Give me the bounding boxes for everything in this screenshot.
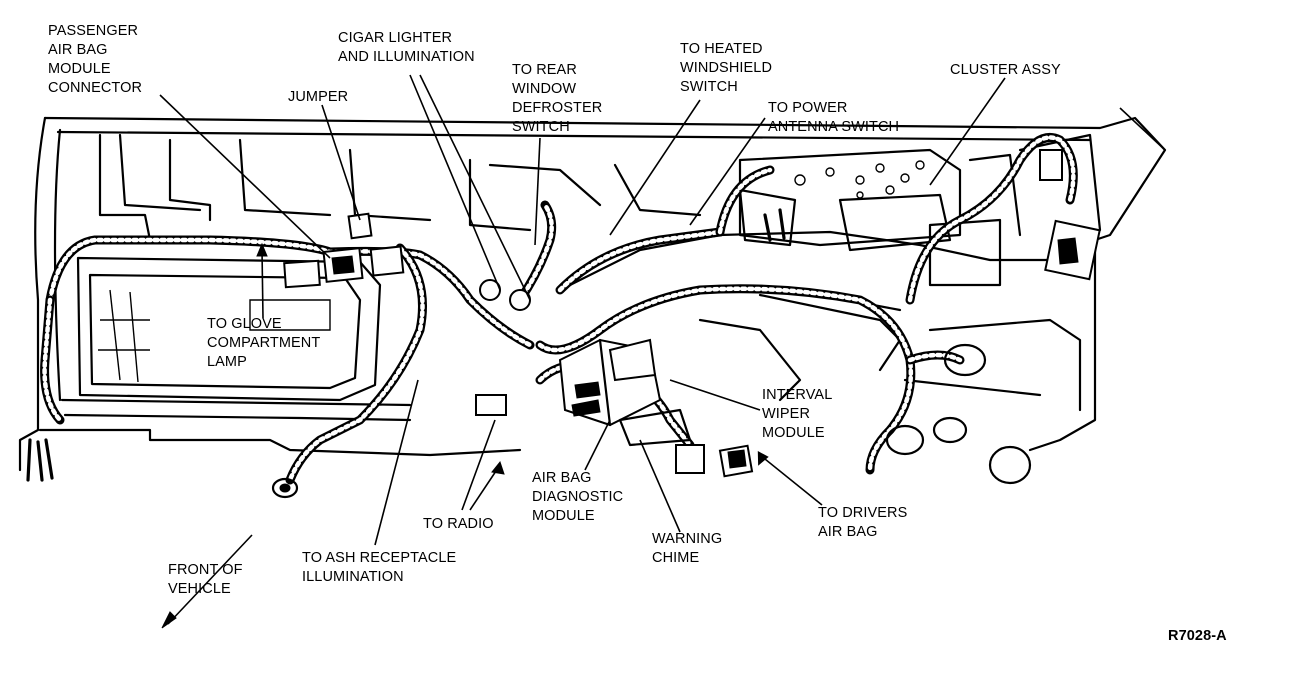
- leader-lines: [159, 74, 1166, 546]
- label-front-of-vehicle: FRONT OF VEHICLE: [168, 562, 243, 597]
- label-drivers-air-bag: TO DRIVERS AIR BAG: [818, 505, 908, 540]
- label-jumper: JUMPER: [288, 89, 349, 105]
- label-air-bag-diagnostic-module: AIR BAG DIAGNOSTIC MODULE: [532, 470, 624, 524]
- label-interval-wiper-module: INTERVAL WIPER MODULE: [762, 387, 833, 441]
- label-cluster-assy: CLUSTER ASSY: [950, 62, 1061, 78]
- arrowheads: [161, 242, 769, 629]
- label-ash-receptacle: TO ASH RECEPTACLE ILLUMINATION: [302, 550, 457, 585]
- wiring-harness: [40, 133, 1078, 485]
- label-radio: TO RADIO: [423, 516, 494, 532]
- connectors: [283, 149, 1101, 478]
- label-cigar-lighter: CIGAR LIGHTER AND ILLUMINATION: [338, 30, 475, 65]
- label-warning-chime: WARNING CHIME: [652, 531, 723, 566]
- instrument-panel-outline: [18, 116, 1167, 472]
- cluster-assembly: [738, 133, 1102, 287]
- label-glove-compartment-lamp: TO GLOVE COMPARTMENT LAMP: [207, 316, 321, 370]
- front-direction-line: [167, 534, 253, 625]
- label-power-antenna: TO POWER ANTENNA SWITCH: [768, 100, 900, 135]
- label-passenger-air-bag-connector: PASSENGER AIR BAG MODULE CONNECTOR: [48, 23, 143, 96]
- label-rear-window-defroster: TO REAR WINDOW DEFROSTER SWITCH: [512, 62, 603, 135]
- diagnostic-module-block: [558, 338, 692, 447]
- label-heated-windshield: TO HEATED WINDSHIELD SWITCH: [680, 41, 773, 95]
- harness-ends: [26, 343, 1032, 499]
- figure-code: R7028-A: [1168, 628, 1227, 644]
